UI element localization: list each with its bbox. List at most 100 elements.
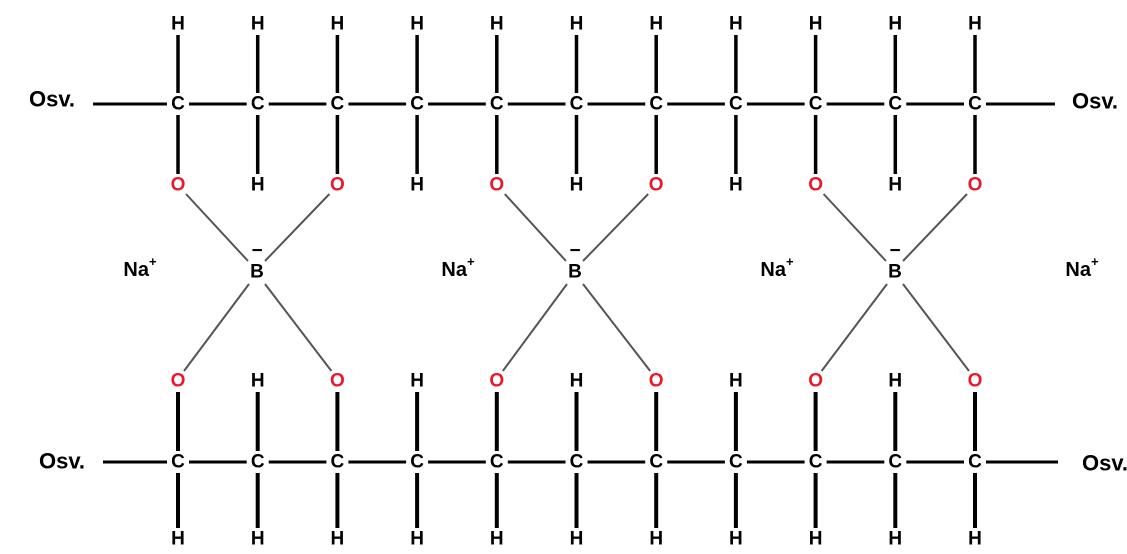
sodium-ion-symbol: Na bbox=[441, 259, 467, 281]
sodium-ion: Na+ bbox=[1065, 254, 1099, 282]
hydrogen-atom: H bbox=[729, 529, 743, 550]
hydrogen-atom: H bbox=[729, 371, 743, 392]
chain-end-label: Osv. bbox=[39, 449, 85, 474]
oxygen-atom: O bbox=[968, 371, 983, 392]
sodium-ion-charge: + bbox=[467, 254, 475, 269]
hydrogen-atom: H bbox=[968, 529, 982, 550]
hydrogen-atom: H bbox=[809, 14, 823, 35]
sodium-ion: Na+ bbox=[760, 254, 794, 282]
carbon-atom: C bbox=[410, 452, 424, 473]
hydrogen-atom: H bbox=[570, 175, 584, 196]
oxygen-atom: O bbox=[808, 175, 823, 196]
borate-bond bbox=[582, 193, 649, 262]
carbon-atom: C bbox=[729, 94, 743, 115]
boron-atom: B bbox=[568, 262, 582, 283]
hydrogen-atom: H bbox=[570, 371, 584, 392]
carbon-atom: C bbox=[490, 452, 504, 473]
borate-bond bbox=[902, 193, 968, 262]
carbon-atom: C bbox=[570, 94, 584, 115]
chain-end-label: Osv. bbox=[29, 87, 75, 112]
hydrogen-atom: H bbox=[490, 14, 504, 35]
oxygen-atom: O bbox=[330, 175, 345, 196]
hydrogen-atom: H bbox=[251, 175, 265, 196]
boron-negative-charge: − bbox=[889, 241, 900, 262]
oxygen-atom: O bbox=[649, 175, 664, 196]
borate-bond bbox=[504, 193, 567, 262]
hydrogen-atom: H bbox=[410, 175, 424, 196]
sodium-ion-charge: + bbox=[786, 254, 794, 269]
chain-end-label: Osv. bbox=[1082, 451, 1127, 476]
borate-bond bbox=[501, 283, 568, 372]
borate-bond bbox=[822, 193, 887, 262]
hydrogen-atom: H bbox=[570, 14, 584, 35]
hydrogen-atom: H bbox=[251, 371, 265, 392]
hydrogen-atom: H bbox=[251, 14, 265, 35]
hydrogen-atom: H bbox=[410, 14, 424, 35]
oxygen-atom: O bbox=[171, 371, 186, 392]
hydrogen-atom: H bbox=[251, 529, 265, 550]
hydrogen-atom: H bbox=[410, 371, 424, 392]
carbon-atom: C bbox=[968, 452, 982, 473]
hydrogen-atom: H bbox=[888, 529, 902, 550]
hydrogen-atom: H bbox=[888, 14, 902, 35]
carbon-atom: C bbox=[331, 452, 345, 473]
sodium-ion-symbol: Na bbox=[1065, 259, 1091, 281]
borate-bond bbox=[582, 283, 651, 372]
hydrogen-atom: H bbox=[410, 529, 424, 550]
borate-bond bbox=[185, 193, 249, 262]
carbon-atom: C bbox=[888, 94, 902, 115]
borate-bond bbox=[820, 283, 888, 372]
borate-bond bbox=[264, 283, 333, 372]
carbon-atom: C bbox=[490, 94, 504, 115]
boron-atom: B bbox=[250, 262, 264, 283]
hydrogen-atom: H bbox=[649, 14, 663, 35]
oxygen-atom: O bbox=[968, 175, 983, 196]
carbon-atom: C bbox=[649, 452, 663, 473]
hydrogen-atom: H bbox=[171, 14, 185, 35]
sodium-ion-charge: + bbox=[1091, 254, 1099, 269]
hydrogen-atom: H bbox=[490, 529, 504, 550]
hydrogen-atom: H bbox=[809, 529, 823, 550]
sodium-ion-symbol: Na bbox=[123, 259, 149, 281]
sodium-ion: Na+ bbox=[441, 254, 475, 282]
hydrogen-atom: H bbox=[729, 14, 743, 35]
boron-negative-charge: − bbox=[251, 241, 262, 262]
borate-bond bbox=[264, 193, 331, 262]
hydrogen-atom: H bbox=[331, 529, 345, 550]
boron-atom: B bbox=[888, 262, 902, 283]
carbon-atom: C bbox=[809, 452, 823, 473]
carbon-atom: C bbox=[171, 94, 185, 115]
hydrogen-atom: H bbox=[888, 371, 902, 392]
carbon-atom: C bbox=[251, 94, 265, 115]
carbon-atom: C bbox=[888, 452, 902, 473]
hydrogen-atom: H bbox=[331, 14, 345, 35]
hydrogen-atom: H bbox=[570, 529, 584, 550]
borate-bond bbox=[902, 283, 970, 372]
oxygen-atom: O bbox=[330, 371, 345, 392]
oxygen-atom: O bbox=[808, 371, 823, 392]
carbon-atom: C bbox=[251, 452, 265, 473]
carbon-atom: C bbox=[809, 94, 823, 115]
hydrogen-atom: H bbox=[649, 529, 663, 550]
sodium-ion: Na+ bbox=[123, 254, 157, 282]
carbon-atom: C bbox=[570, 452, 584, 473]
hydrogen-atom: H bbox=[171, 529, 185, 550]
oxygen-atom: O bbox=[489, 175, 504, 196]
carbon-atom: C bbox=[649, 94, 663, 115]
oxygen-atom: O bbox=[489, 371, 504, 392]
oxygen-atom: O bbox=[171, 175, 186, 196]
boron-negative-charge: − bbox=[569, 241, 580, 262]
borate-bond bbox=[183, 283, 250, 372]
hydrogen-atom: H bbox=[968, 14, 982, 35]
chain-end-label: Osv. bbox=[1072, 89, 1118, 114]
carbon-atom: C bbox=[331, 94, 345, 115]
carbon-atom: C bbox=[171, 452, 185, 473]
sodium-ion-charge: + bbox=[149, 254, 157, 269]
carbon-atom: C bbox=[410, 94, 424, 115]
hydrogen-atom: H bbox=[888, 175, 902, 196]
hydrogen-atom: H bbox=[729, 175, 743, 196]
oxygen-atom: O bbox=[649, 371, 664, 392]
sodium-ion-symbol: Na bbox=[760, 259, 786, 281]
carbon-atom: C bbox=[729, 452, 743, 473]
